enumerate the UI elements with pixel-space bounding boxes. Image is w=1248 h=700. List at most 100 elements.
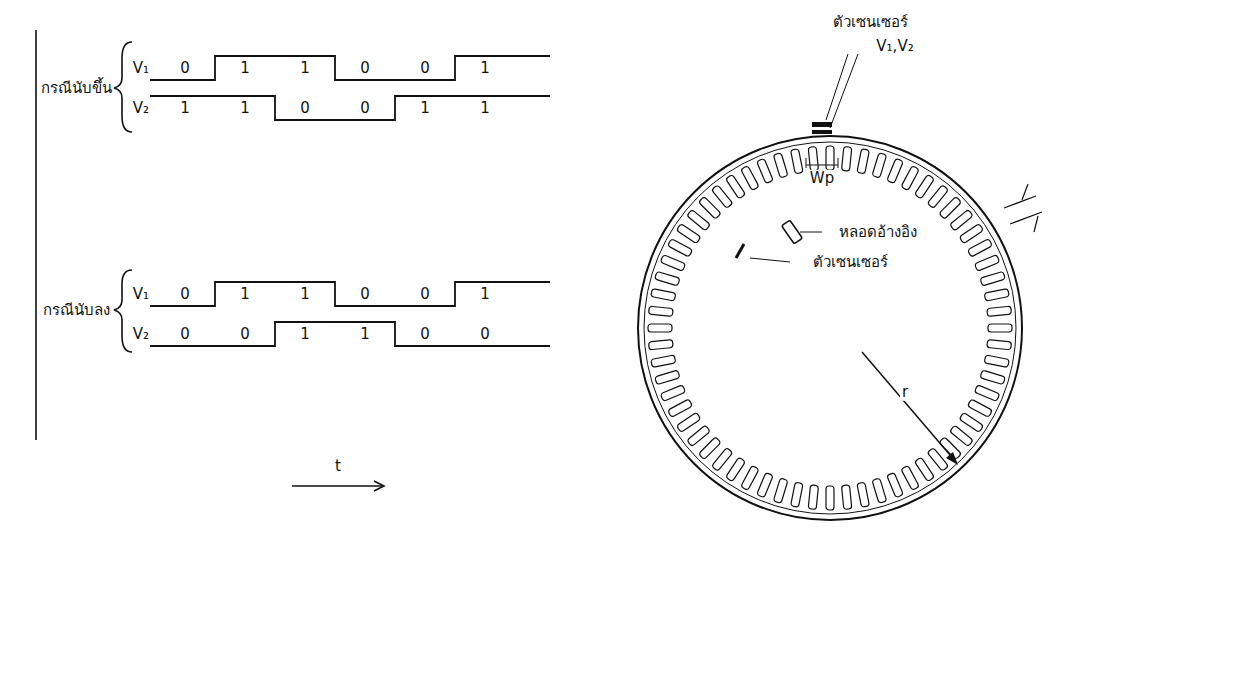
- disk-slot: [648, 340, 673, 350]
- disk-slot: [984, 289, 1009, 302]
- sensor-label: ตัวเซนเซอร์: [811, 254, 890, 271]
- case-label: กรณีนับลง: [41, 302, 112, 319]
- bit-value: 1: [298, 326, 312, 343]
- bit-value: 1: [478, 100, 492, 117]
- disk-slot: [676, 412, 700, 432]
- disk-slot: [648, 306, 673, 316]
- disk-slot: [773, 153, 788, 178]
- disk-slot: [980, 370, 1005, 385]
- disk-slot: [974, 385, 999, 402]
- bracket: [114, 270, 132, 352]
- signal-name: V₁,V₂: [874, 38, 915, 55]
- disk-slot: [757, 158, 774, 183]
- signal-name: V₁: [131, 286, 151, 303]
- disk-slot: [668, 399, 693, 417]
- disk-slot: [980, 271, 1005, 286]
- bit-value: 0: [178, 60, 192, 77]
- signal-name: V₂: [131, 100, 151, 117]
- bit-value: 1: [298, 60, 312, 77]
- sensor: [812, 122, 832, 127]
- leader-line: [826, 54, 858, 128]
- disk-slot: [660, 385, 685, 402]
- bit-value: 1: [298, 286, 312, 303]
- bit-value: 0: [358, 100, 372, 117]
- leader-line: [800, 232, 822, 233]
- disk-slot: [967, 399, 992, 417]
- case-label: กรณีนับขึ้น: [39, 80, 114, 97]
- disk-slot: [648, 324, 672, 332]
- disk-slot: [857, 149, 870, 174]
- disk-slot: [698, 437, 721, 460]
- bit-value: 1: [478, 60, 492, 77]
- leader-line: [750, 258, 790, 262]
- bit-value: 1: [238, 286, 252, 303]
- dimension-line: [806, 158, 838, 168]
- bit-value: 0: [298, 100, 312, 117]
- radius-label: r: [900, 384, 910, 401]
- disk-slot: [939, 196, 962, 219]
- bit-value: 0: [358, 286, 372, 303]
- disk-slot: [887, 158, 904, 183]
- disk-rim: [644, 142, 1016, 514]
- disk-slot: [857, 482, 870, 507]
- disk-slot: [711, 448, 732, 472]
- disk-slot: [826, 146, 834, 170]
- bit-value: 0: [418, 326, 432, 343]
- disk-slot: [974, 255, 999, 272]
- disk-slot: [687, 209, 711, 230]
- disk-slot: [988, 324, 1012, 332]
- disk-slot: [687, 425, 711, 446]
- disk-outline: [638, 136, 1022, 520]
- waveform: [150, 282, 550, 306]
- disk-slot: [655, 370, 680, 385]
- radius-line: [862, 352, 956, 462]
- disk-slot: [842, 485, 852, 510]
- bracket: [114, 42, 132, 132]
- waveform: [150, 56, 550, 80]
- dimension-label: Wp: [808, 170, 836, 187]
- disk-slot: [901, 465, 919, 490]
- disk-slot: [984, 355, 1009, 368]
- bit-value: 0: [178, 326, 192, 343]
- bit-value: 1: [238, 100, 252, 117]
- disk-slot: [927, 448, 948, 472]
- sensor: [812, 130, 832, 134]
- signal-name: V₁: [131, 60, 151, 77]
- disk-slot: [741, 166, 759, 191]
- disk-slot: [808, 146, 818, 171]
- bit-value: 0: [238, 326, 252, 343]
- sensor: [736, 244, 744, 258]
- disk-slot: [726, 457, 746, 481]
- time-axis: [292, 485, 382, 487]
- waveform: [150, 96, 550, 120]
- arrowhead: [946, 452, 958, 465]
- bit-value: 1: [238, 60, 252, 77]
- arrowhead: [374, 481, 384, 491]
- disk-slot: [741, 465, 759, 490]
- disk-slot: [711, 185, 732, 209]
- disk-slot: [842, 146, 852, 171]
- disk-slot: [655, 271, 680, 286]
- bit-value: 1: [178, 100, 192, 117]
- bit-value: 0: [418, 60, 432, 77]
- disk-slot: [914, 174, 934, 198]
- frame-line: [35, 30, 37, 440]
- bit-value: 1: [478, 286, 492, 303]
- disk-slot: [808, 485, 818, 510]
- disk-slot: [757, 472, 774, 497]
- disk-slot: [872, 153, 887, 178]
- disk-slot: [914, 457, 934, 481]
- lamp-label: หลอดอ้างอิง: [837, 224, 919, 241]
- bit-value: 0: [478, 326, 492, 343]
- disk-slot: [901, 166, 919, 191]
- axis-label: t: [333, 458, 343, 475]
- disk-slot: [791, 149, 804, 174]
- disk-slot: [791, 482, 804, 507]
- disk-slot: [651, 289, 676, 302]
- disk-slot: [987, 340, 1012, 350]
- bit-value: 1: [418, 100, 432, 117]
- disk-slot: [698, 196, 721, 219]
- disk-slot: [987, 306, 1012, 316]
- disk-slot: [660, 255, 685, 272]
- disk-slot: [927, 185, 948, 209]
